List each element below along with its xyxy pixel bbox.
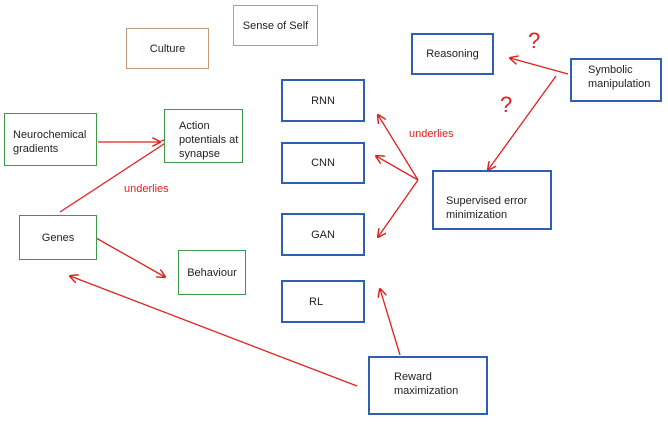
node-symbolic-manipulation: Symbolic manipulation	[570, 58, 662, 102]
node-action-potentials: Action potentials at synapse	[164, 109, 243, 163]
node-reasoning-label: Reasoning	[426, 48, 479, 60]
edge-label-underlies-left: underlies	[124, 183, 169, 195]
arrow-reward-to-rl	[380, 289, 401, 356]
arrow-symbolic-to-supervised	[488, 75, 557, 170]
node-symbolic-manipulation-label: Symbolic manipulation	[588, 64, 651, 90]
node-action-potentials-label: Action potentials at synapse	[179, 120, 239, 160]
node-supervised-error: Supervised error minimization	[432, 170, 552, 230]
question-mark-2: ?	[500, 92, 512, 117]
node-neurochemical-gradients: Neurochemical gradients	[4, 113, 97, 166]
arrow-supervised-to-rnn	[378, 115, 419, 181]
node-supervised-error-label: Supervised error minimization	[446, 195, 528, 221]
node-rl-label: RL	[309, 296, 324, 308]
node-gan-label: GAN	[311, 228, 335, 241]
question-mark-1: ?	[528, 28, 540, 53]
node-cnn: CNN	[281, 142, 365, 184]
node-culture: Culture	[126, 28, 209, 69]
node-neurochemical-gradients-label: Neurochemical gradients	[13, 129, 87, 155]
node-gan: GAN	[281, 213, 365, 256]
edge-label-underlies-right: underlies	[409, 128, 454, 140]
node-rnn: RNN	[281, 79, 365, 122]
node-behaviour: Behaviour	[178, 250, 246, 295]
node-behaviour-label: Behaviour	[187, 266, 237, 279]
node-rl: RL	[281, 280, 365, 323]
node-rnn-label: RNN	[311, 94, 335, 107]
arrow-symbolic-to-reasoning	[510, 58, 569, 75]
node-genes-label: Genes	[41, 231, 75, 244]
node-culture-label: Culture	[149, 42, 186, 55]
node-reward-maximization: Reward maximization	[368, 356, 488, 415]
arrow-genes-to-action	[59, 140, 170, 213]
node-cnn-label: CNN	[311, 157, 335, 169]
node-sense-of-self-label: Sense of Self	[242, 19, 309, 32]
node-genes: Genes	[19, 215, 97, 260]
node-sense-of-self: Sense of Self	[233, 5, 318, 46]
arrow-genes-to-behaviour	[95, 237, 165, 277]
node-reasoning: Reasoning	[411, 33, 494, 75]
arrow-supervised-to-gan	[378, 179, 419, 237]
arrow-reward-to-genes	[70, 276, 358, 387]
arrow-supervised-to-cnn	[376, 156, 419, 181]
node-reward-maximization-label: Reward maximization	[394, 371, 459, 397]
